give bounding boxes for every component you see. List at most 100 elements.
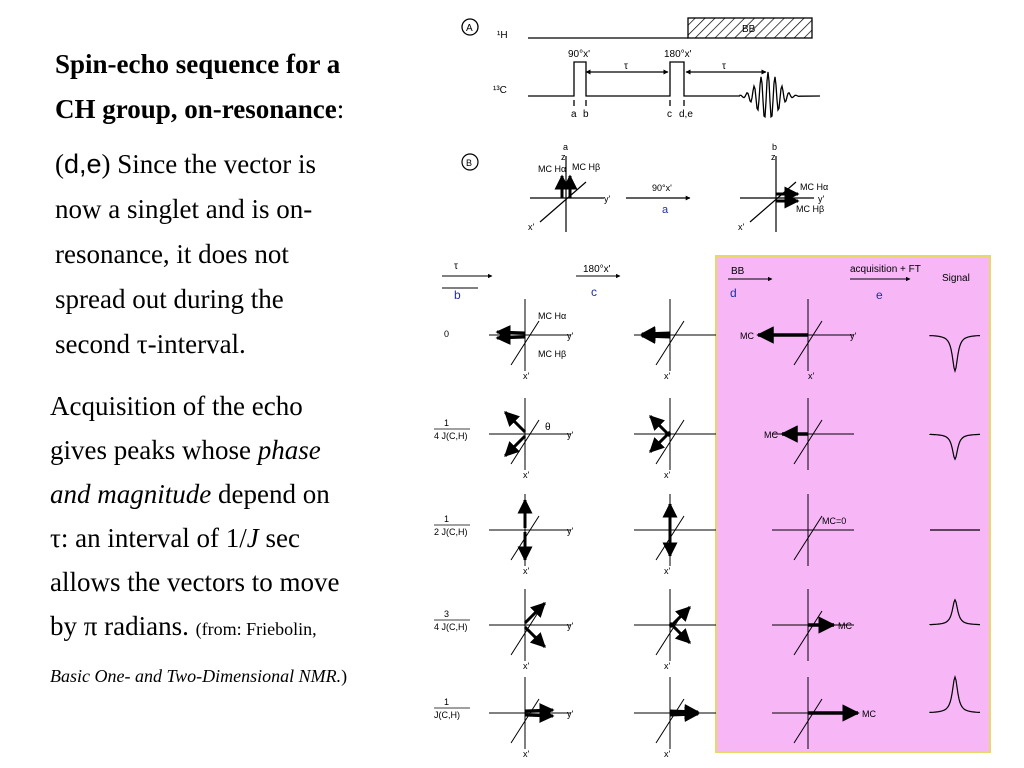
b-axis-x-1: x'	[528, 222, 535, 232]
col-c-vec-beta-4	[669, 706, 700, 722]
col-d-axes-4-x	[793, 698, 823, 744]
h-nucleus-label: ¹H	[497, 30, 508, 41]
col-c-vec-alpha-3	[668, 621, 691, 644]
para2-line-4b: sec	[258, 523, 301, 553]
col-c-axes-4-x	[655, 698, 685, 744]
para2-line-4a: τ: an interval of 1/	[50, 523, 247, 553]
col-b-ylabel-4: y'	[567, 709, 574, 719]
row-label-den-4: J(C,H)	[434, 710, 460, 720]
col-d-axes-2-x	[793, 515, 823, 561]
para2-j: J	[246, 523, 259, 553]
tau1-label: τ	[624, 61, 628, 72]
col-c-axes-0-x	[655, 320, 685, 366]
col-b-ylabel-0: y'	[567, 331, 574, 341]
pulse-90-label: 90°x'	[568, 49, 590, 60]
step-180-label: 180°x'	[583, 264, 611, 275]
para2-phase: phase	[257, 435, 321, 465]
para1-line-3: resonance, it does not	[55, 239, 289, 269]
col-c-vec-beta-0	[640, 328, 671, 344]
time-de: d,e	[679, 109, 693, 120]
b-mch-a-2: MC Hα	[800, 182, 828, 192]
panel-a-label: A	[466, 23, 473, 34]
paragraph-de: (d,e) Since the vector is now a singlet …	[55, 142, 425, 367]
row-label-den-3: 4 J(C,H)	[434, 622, 468, 632]
step-letter-e: e	[876, 288, 883, 302]
col-b-vec-beta-0	[495, 330, 526, 346]
row-label-den-2: 2 J(C,H)	[434, 527, 468, 537]
b-mch-b-1: MC Hβ	[572, 162, 600, 172]
col-c-vec-beta-3	[668, 606, 691, 629]
row-label-den-1: 4 J(C,H)	[434, 431, 468, 441]
col-d-mc-label-4: MC	[862, 709, 876, 719]
b-time-a: a	[563, 142, 568, 152]
c-nucleus-label: ¹³C	[493, 85, 507, 96]
paragraph-acquisition: Acquisition of the echo gives peaks whos…	[50, 384, 420, 695]
b-axis-y-1: y'	[604, 194, 611, 204]
signal-peak-3	[929, 598, 980, 626]
col-b-axes-0-x	[510, 320, 540, 366]
step-letter-c: c	[591, 285, 597, 299]
col-c-xlabel-0: x'	[664, 371, 671, 381]
bb-decoupling-block	[687, 17, 813, 39]
col-b-ylabel-3: y'	[567, 621, 574, 631]
para2-magnitude: and magnitude	[50, 479, 212, 509]
col-b-xlabel-4: x'	[523, 749, 530, 759]
col-d-mc-zero-2: MC=0	[822, 516, 846, 526]
panel-b	[461, 153, 814, 232]
title-line-1: Spin-echo sequence for a	[55, 49, 341, 79]
col-b-xlabel-2: x'	[523, 566, 530, 576]
para2-line-2a: gives peaks whose	[50, 435, 258, 465]
pulse-sequence	[461, 17, 821, 119]
col-b-vec-alpha-4	[524, 702, 555, 718]
para2-line-5: allows the vectors to move	[50, 567, 340, 597]
col-c-vec-alpha-0	[640, 326, 671, 342]
panel-b-label: B	[466, 158, 472, 168]
signal-peak-0	[929, 335, 980, 374]
panel-a-circle	[461, 18, 479, 36]
step-letter-d: d	[730, 286, 737, 300]
citation: (from: Friebolin,	[195, 619, 317, 639]
step-letter-b: b	[454, 288, 461, 302]
echo-signal	[739, 71, 821, 119]
col-b-ylabel-2: y'	[567, 526, 574, 536]
col-b-axes-3-x	[510, 610, 540, 656]
col-c-vec-alpha-1	[649, 430, 672, 453]
row-label-num-4: 1	[444, 697, 449, 707]
row-label-num-0: 0	[444, 329, 449, 339]
time-b: b	[583, 109, 589, 120]
b-axis-y-2: y'	[818, 194, 825, 204]
col-d-ylabel-0: y'	[850, 331, 857, 341]
b-mch-a-1: MC Hα	[538, 164, 566, 174]
col-d-mc-label-3: MC	[838, 621, 852, 631]
signal-peak-4	[929, 674, 980, 713]
para1-line-1: ) Since the vector is	[101, 149, 316, 179]
col-c-xlabel-2: x'	[664, 566, 671, 576]
col-b-vec-beta-4	[524, 708, 555, 724]
col-d-axes-1-x	[793, 419, 823, 465]
col-b-vec-alpha-1	[504, 411, 527, 434]
time-c: c	[667, 109, 672, 120]
col-b-ylabel-1: y'	[567, 430, 574, 440]
col-d-axes-0-x	[793, 320, 823, 366]
step-tau-label: τ	[454, 261, 458, 272]
col-b-vec-beta-3	[523, 625, 546, 648]
col-c-axes-1-x	[655, 419, 685, 465]
col-c-xlabel-4: x'	[664, 749, 671, 759]
b-axis-z-2: z	[771, 152, 776, 162]
title-colon: :	[336, 94, 345, 124]
col-c-vec-beta-1	[649, 415, 672, 438]
para1-line-5a: second	[55, 329, 137, 359]
title-line-2: CH group, on-resonance	[55, 94, 337, 124]
b-pulse-90: 90°x'	[652, 183, 672, 193]
col-b-xlabel-3: x'	[523, 661, 530, 671]
b-axis-z-1: z	[561, 152, 566, 162]
step-bb-label: BB	[731, 266, 745, 277]
row-label-num-3: 3	[444, 609, 449, 619]
slide-title: Spin-echo sequence for a CH group, on-re…	[55, 42, 425, 132]
para1-line-2: now a singlet and is on-	[55, 194, 313, 224]
para1-open: (	[55, 149, 64, 179]
b-mch-b-2: MC Hβ	[796, 204, 824, 214]
b-axis-x-2: x'	[738, 222, 745, 232]
